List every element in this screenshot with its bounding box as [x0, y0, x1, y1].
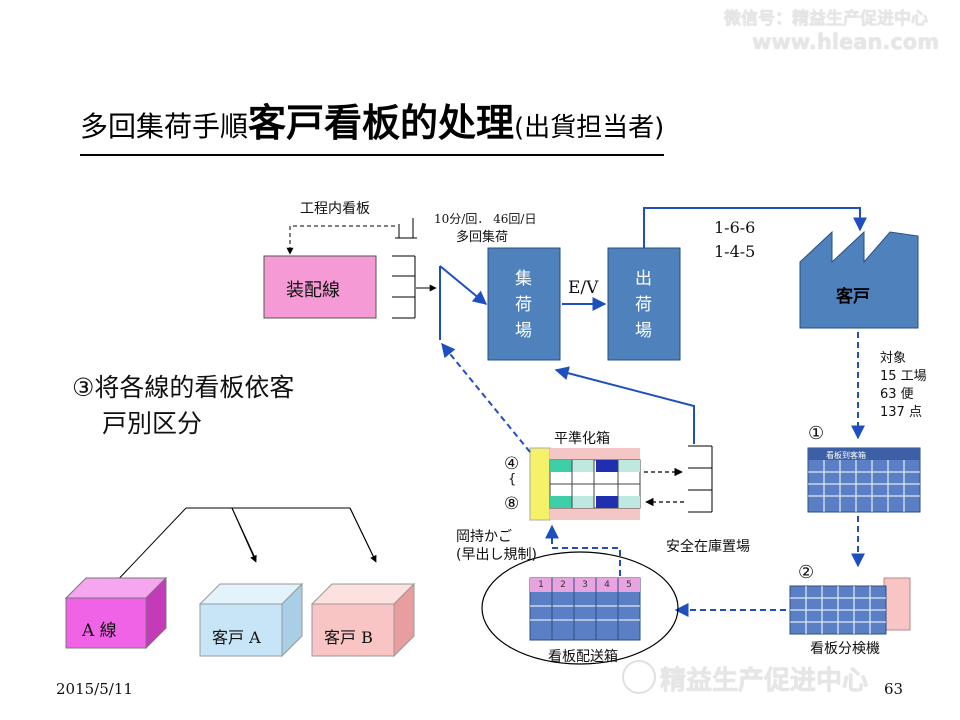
title-large: 客戸看板的处理: [248, 101, 515, 145]
safety-stock-label: 安全在庫置場: [666, 539, 750, 555]
page-number: 63: [884, 680, 904, 698]
slot-number: 3: [582, 580, 588, 590]
assembly-line-label: 装配線: [286, 280, 340, 301]
line-a-label: A 線: [82, 621, 117, 641]
multi-pickup-label: 多回集荷: [456, 230, 509, 245]
collection-char-1: 集: [515, 269, 532, 289]
customer-a-label: 客戸 A: [212, 628, 261, 647]
watermark-brand: 精益生产促进中心: [660, 666, 869, 696]
step-3-description: ③将各線的看板依客 戸別区分: [72, 370, 294, 442]
step-3-line-1: ③将各線的看板依客: [72, 373, 295, 402]
title-suffix: (出貨担当者): [514, 113, 665, 143]
in-process-kanban-label: 工程内看板: [300, 201, 370, 217]
tree-arrow-a: [231, 507, 257, 563]
kanban-arrival-box: [807, 447, 921, 513]
collection-yard-box: [487, 247, 561, 361]
route-label-1: 1-6-6: [714, 218, 756, 237]
frequency-label: 10分/回． 46回/日: [434, 212, 537, 226]
shipping-char-3: 場: [635, 321, 652, 341]
step-1-marker: ①: [808, 423, 825, 444]
target-label: 対象: [880, 351, 907, 366]
sorting-tree: [111, 507, 376, 587]
customer-b-label: 客戸 B: [324, 628, 373, 647]
step-3-line-2: 戸別区分: [102, 409, 203, 438]
slot-number: 5: [626, 580, 632, 590]
shipping-char-1: 出: [635, 269, 652, 289]
collection-char-2: 荷: [515, 295, 532, 315]
kanban-arrival-label: 看板到客箱: [826, 451, 866, 460]
collection-char-3: 場: [515, 321, 532, 341]
distribution-box-label: 看板配送箱: [548, 649, 618, 665]
leveling-box: [529, 447, 641, 521]
delivery-arrow: [643, 207, 867, 248]
customer-a-cube: [198, 582, 304, 658]
step-8-marker: ⑧: [504, 494, 520, 514]
slot-number: 4: [604, 580, 610, 590]
ev-label: E/V: [568, 278, 599, 298]
slot-number-row: 1 2 3 4 5: [530, 578, 640, 592]
pickup-wedge-arrow: [439, 265, 486, 340]
title-small: 多回集荷手順: [80, 110, 249, 143]
kanban-dashed-arrow: [286, 225, 395, 255]
distribution-dashed-arrow: [545, 524, 621, 576]
step-range-mark: {: [508, 472, 517, 487]
footer-date: 2015/5/11: [56, 680, 133, 698]
step-4-marker: ④: [504, 454, 520, 474]
shipping-char-2: 荷: [635, 295, 652, 315]
distribution-ellipse: [481, 551, 679, 665]
sorter-label: 看板分検機: [810, 641, 880, 657]
trips-count: 63 便: [880, 387, 914, 402]
target-stats: 対象 15 工場 63 便 137 点: [880, 350, 927, 422]
wechat-logo-icon: [622, 660, 656, 694]
plants-count: 15 工場: [880, 369, 927, 384]
leveling-box-label: 平準化箱: [554, 431, 610, 447]
customer-b-cube: [310, 582, 416, 658]
early-release-label: (早出し規制): [456, 547, 537, 563]
shipping-yard-label: 出 荷 場: [635, 266, 652, 344]
kanban-distribution-box: [529, 577, 641, 641]
kanban-post-icon: [395, 218, 417, 239]
page-title: 多回集荷手順客戸看板的处理(出貨担当者): [80, 100, 665, 156]
safety-stock-shelf: [688, 445, 713, 513]
watermark-site: www.hlean.com: [752, 30, 940, 54]
leveling-to-pickup-dashed-arrow: [441, 342, 531, 453]
slot-number: 2: [560, 580, 566, 590]
kanban-sorter-machine: [789, 577, 911, 635]
assembly-shelf: [392, 255, 416, 319]
watermark-wechat: 微信号：精益生产促进中心: [724, 9, 928, 29]
points-count: 137 点: [880, 405, 922, 420]
assembly-line-box: [263, 255, 377, 319]
customer-factory-icon: [799, 230, 919, 329]
stock-to-collection-arrow: [554, 366, 695, 444]
slot-number: 1: [538, 580, 544, 590]
line-a-cube: [64, 576, 168, 650]
collection-yard-label: 集 荷 場: [515, 266, 532, 344]
tree-arrow-b: [349, 507, 377, 563]
route-label-2: 1-4-5: [714, 242, 756, 261]
step-2-marker: ②: [798, 562, 815, 583]
customer-factory-label: 客戸: [836, 287, 870, 307]
okamochi-label: 岡持かご: [456, 529, 512, 545]
